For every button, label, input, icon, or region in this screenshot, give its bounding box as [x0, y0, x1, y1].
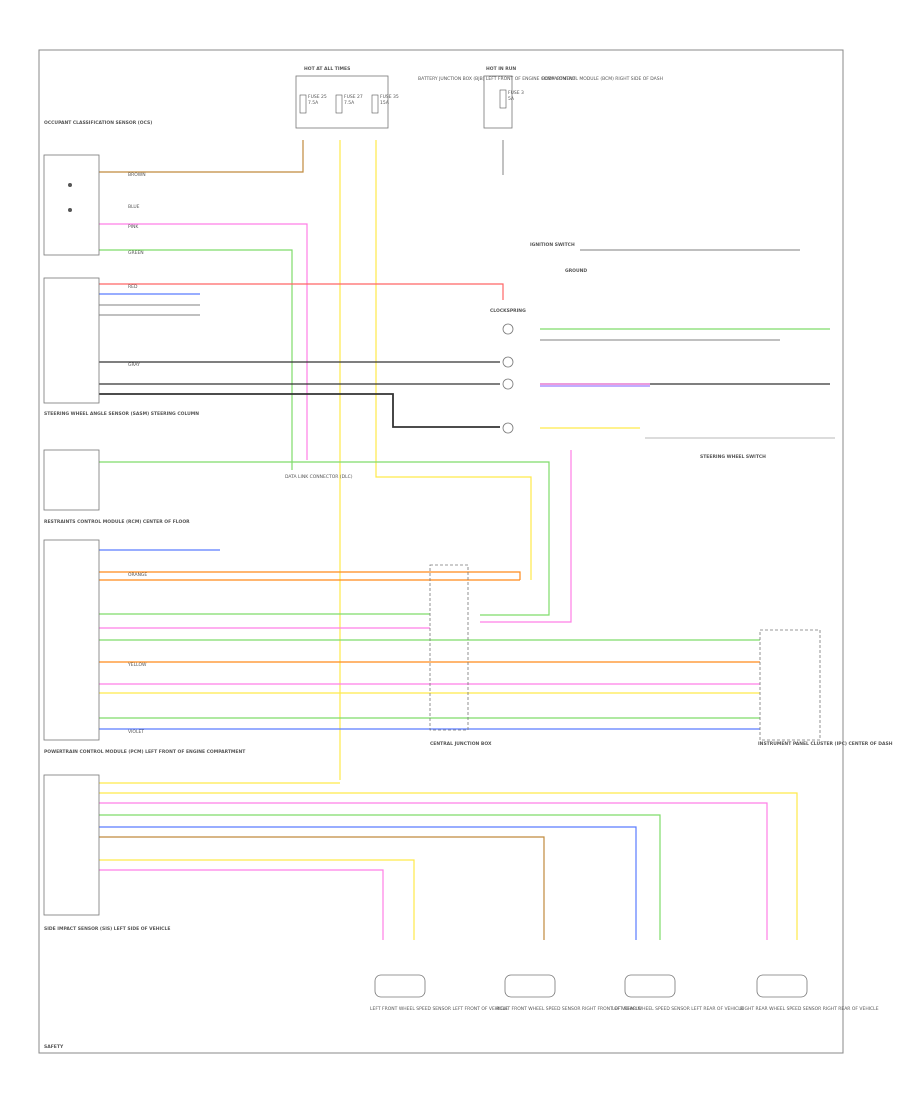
wire-fuse-35 [375, 140, 532, 580]
fuse-box-right: HOT IN RUN FUSE 3 5A [483, 66, 524, 129]
wire-label-violet: VIOLET [128, 729, 144, 735]
wire-dark-3 [99, 393, 500, 428]
fuse-box-left-header: HOT AT ALL TIMES [304, 66, 350, 72]
fuse-3-name: FUSE 3 [508, 90, 524, 96]
switch-label: STEERING WHEEL SWITCH [700, 454, 766, 460]
fuse-3: FUSE 3 5A [499, 89, 524, 109]
fuse-box-right-header: HOT IN RUN [486, 66, 516, 72]
wire-occ-pink [99, 223, 308, 460]
sensor-row: LEFT FRONT WHEEL SPEED SENSOR LEFT FRONT… [370, 974, 879, 1012]
wire-label-blue: BLUE [128, 204, 140, 210]
sensor-s4: RIGHT REAR WHEEL SPEED SENSOR RIGHT REAR… [740, 974, 879, 1012]
wire-label-yellow: YELLOW [127, 662, 147, 668]
sensor-s1: LEFT FRONT WHEEL SPEED SENSOR LEFT FRONT… [370, 974, 508, 1012]
wire-layer [99, 140, 830, 940]
sensor-s1-title: LEFT FRONT WHEEL SPEED SENSOR LEFT FRONT… [370, 1006, 508, 1012]
wire-label-pink: PINK [128, 224, 139, 230]
note-battery-junction: BATTERY JUNCTION BOX (BJB) LEFT FRONT OF… [418, 76, 576, 82]
wire-pcm-8 [99, 869, 384, 940]
module-occupant: OCCUPANT CLASSIFICATION SENSOR (OCS) [43, 120, 152, 256]
fuse-3-amps: 5A [508, 96, 515, 102]
module-steering: STEERING WHEEL ANGLE SENSOR (SASM) STEER… [43, 277, 199, 417]
sensor-s2: RIGHT FRONT WHEEL SPEED SENSOR RIGHT FRO… [496, 974, 641, 1012]
sensor-s3: LEFT REAR WHEEL SPEED SENSOR LEFT REAR O… [612, 974, 744, 1012]
note-body-control: BODY CONTROL MODULE (BCM) RIGHT SIDE OF … [542, 76, 663, 82]
wire-label-red: RED [128, 284, 138, 290]
wire-pcm-4 [99, 814, 661, 940]
fuse-27-amps: 7.5A [344, 100, 355, 106]
fuse-35: FUSE 35 15A [371, 94, 399, 114]
module-sensor-title: SIDE IMPACT SENSOR (SIS) LEFT SIDE OF VE… [44, 926, 170, 932]
fuse-25-amps: 7.5A [308, 100, 319, 106]
wire-pcm-5 [99, 826, 637, 940]
connector-bottom-label: INSTRUMENT PANEL CLUSTER (IPC) CENTER OF… [758, 741, 893, 747]
note-ground: GROUND [565, 268, 587, 274]
note-obd: DATA LINK CONNECTOR (DLC) [285, 474, 353, 480]
fuse-35-name: FUSE 35 [380, 94, 399, 100]
wire-restr-green [99, 461, 550, 616]
fuse-25-name: FUSE 25 [308, 94, 327, 100]
module-occupant-title: OCCUPANT CLASSIFICATION SENSOR (OCS) [44, 120, 152, 126]
wire-label-orange: ORANGE [128, 572, 147, 578]
ignition-label: IGNITION SWITCH [530, 242, 575, 248]
wire-pcm-7 [99, 859, 415, 940]
wire-label-gray: GRAY [128, 362, 140, 368]
wire-fuse-25 [99, 140, 304, 173]
clockspring-label: CLOCKSPRING [490, 308, 526, 314]
sensor-s3-title: LEFT REAR WHEEL SPEED SENSOR LEFT REAR O… [612, 1006, 744, 1012]
footer-code: SAFETY [44, 1044, 64, 1050]
wire-pcm-2 [99, 792, 798, 940]
diagram-frame [38, 49, 844, 1054]
wire-pcm-3 [99, 802, 768, 940]
wire-pcm-6 [99, 836, 545, 940]
fuse-25: FUSE 25 7.5A [299, 94, 327, 114]
junction-label: CENTRAL JUNCTION BOX [430, 741, 492, 747]
sensor-s4-title: RIGHT REAR WHEEL SPEED SENSOR RIGHT REAR… [740, 1006, 879, 1012]
module-restraints: RESTRAINTS CONTROL MODULE (RCM) CENTER O… [43, 449, 190, 741]
module-steering-title: STEERING WHEEL ANGLE SENSOR (SASM) STEER… [44, 411, 199, 417]
module-powertrain: POWERTRAIN CONTROL MODULE (PCM) LEFT FRO… [43, 749, 246, 916]
sensor-s2-title: RIGHT FRONT WHEEL SPEED SENSOR RIGHT FRO… [496, 1006, 641, 1012]
wire-color-labels: BROWN BLUE PINK GREEN RED ORANGE YELLOW … [127, 172, 147, 735]
wire-occ-green [99, 249, 293, 470]
fuse-box-left: HOT AT ALL TIMES FUSE 25 7.5A FUSE 27 7.… [295, 66, 399, 129]
clockspring-connector: CLOCKSPRING [490, 308, 526, 434]
wire-label-green: GREEN [128, 250, 144, 256]
wire-restr-pink [480, 450, 572, 623]
junction-connector: CENTRAL JUNCTION BOX [429, 564, 492, 747]
module-powertrain-title: POWERTRAIN CONTROL MODULE (PCM) LEFT FRO… [44, 749, 246, 755]
module-restraints-title: RESTRAINTS CONTROL MODULE (RCM) CENTER O… [44, 519, 190, 525]
wire-restr-orange [99, 571, 521, 580]
wire-steer-red [99, 283, 504, 300]
wire-label-brown: BROWN [128, 172, 146, 178]
fuse-27-name: FUSE 27 [344, 94, 363, 100]
fuse-27: FUSE 27 7.5A [335, 94, 363, 114]
fuse-35-amps: 15A [380, 100, 390, 106]
